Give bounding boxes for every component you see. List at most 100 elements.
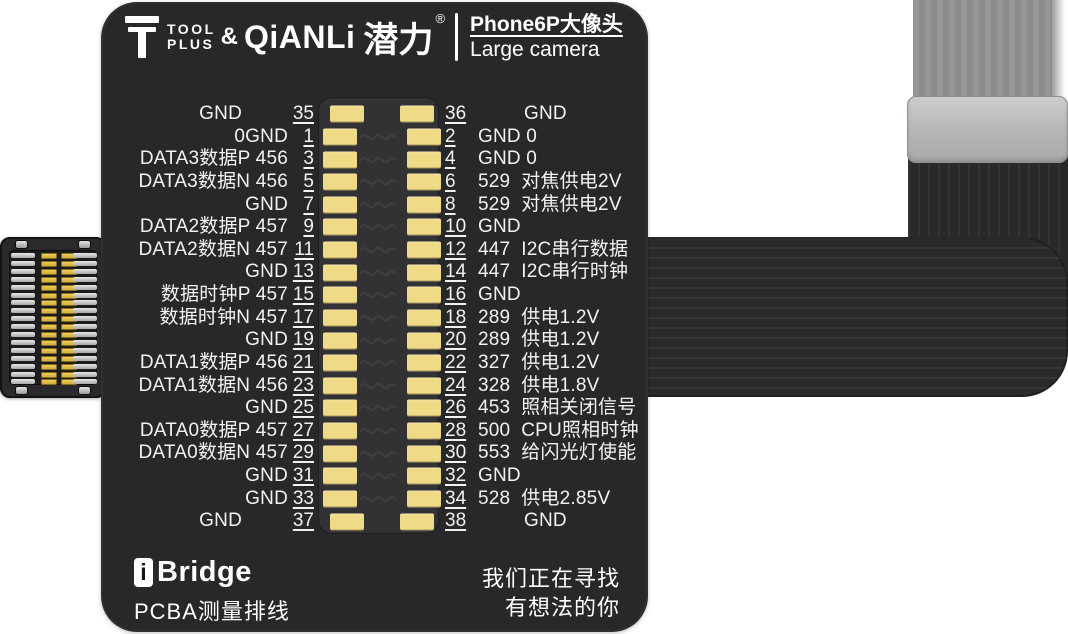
- solder-pad-left: [323, 218, 357, 236]
- solder-pad-left: [323, 241, 357, 259]
- right-gray-ribbon: [913, 0, 1065, 98]
- silver-contact-pin: [73, 300, 97, 306]
- pin-number-right: 28: [445, 419, 467, 441]
- solder-pad-right: [407, 151, 441, 169]
- gold-contact-pin: [61, 371, 77, 378]
- qianli-wordmark: QiANLi: [243, 18, 356, 55]
- ibridge-i-icon: i: [134, 558, 153, 587]
- solder-pad-left: [323, 196, 357, 214]
- pin-label-right: GND: [524, 103, 567, 124]
- gold-contact-pin: [61, 292, 77, 299]
- pin-label-right: 447 I2C串行数据: [478, 238, 629, 260]
- trace-squiggle: [360, 427, 396, 435]
- pin-number-left: 31: [292, 465, 314, 486]
- pin-number-right: 34: [445, 487, 467, 509]
- trace-squiggle: [360, 360, 396, 367]
- silver-contact-pin: [73, 379, 97, 385]
- gold-contact-pin: [41, 300, 57, 307]
- pin-number-right: 6: [445, 170, 456, 192]
- connector-screw: [79, 241, 90, 248]
- connector-screw: [16, 387, 27, 394]
- pin-label-left: DATA3数据N 456: [138, 170, 288, 192]
- gold-contact-pin: [41, 292, 57, 299]
- product-title-block: Phone6P大像头 Large camera: [470, 12, 623, 63]
- gold-contact-pin: [61, 308, 77, 315]
- solder-pad-left: [323, 151, 357, 169]
- silver-contact-pin: [11, 339, 35, 345]
- pin-label-left: GND: [245, 193, 288, 215]
- gold-contact-pin: [61, 284, 77, 291]
- gold-contact-pin: [61, 355, 77, 362]
- trace-squiggle: [360, 337, 396, 344]
- silver-contact-pin: [73, 276, 97, 282]
- trace-squiggle: [360, 473, 396, 480]
- gold-contact-pin: [61, 253, 77, 259]
- gold-contact-pin: [61, 379, 77, 386]
- pin-label-left: DATA2数据N 457: [138, 238, 288, 260]
- ibridge-brand-block: i Bridge PCBA测量排线: [134, 556, 290, 626]
- pin-label-left: GND: [245, 465, 288, 486]
- pin-label-right: 529 对焦供电2V: [478, 193, 622, 215]
- trace-squiggle: [360, 405, 396, 412]
- silver-contact-pin: [73, 292, 97, 298]
- silver-contact-pin: [11, 363, 35, 369]
- solder-pad-left: [323, 173, 357, 191]
- pin-label-right: 500 CPU照相时钟: [478, 419, 639, 441]
- pin-number-right: 22: [445, 351, 467, 373]
- pin-label-right: 328 供电1.8V: [478, 374, 600, 396]
- solder-pad-left: [323, 354, 357, 372]
- gold-contact-pin: [41, 379, 57, 386]
- pin-number-right: 16: [445, 284, 467, 305]
- solder-pad-right: [407, 399, 441, 417]
- trace-squiggle: [360, 450, 396, 457]
- gold-contact-pin: [41, 308, 57, 315]
- silver-contact-pin: [11, 260, 35, 266]
- product-title-cn: Phone6P大像头: [470, 12, 623, 36]
- ibridge-wordmark: Bridge: [157, 556, 252, 588]
- gold-contact-pin: [61, 300, 77, 307]
- ampersand: &: [220, 23, 238, 50]
- trace-squiggle: [360, 133, 396, 141]
- pin-label-right: 447 I2C串行时钟: [478, 261, 629, 283]
- solder-pad-right: [407, 286, 441, 304]
- gold-contact-pin: [41, 347, 57, 354]
- pin-number-right: 8: [445, 193, 456, 215]
- pin-label-left: DATA0数据N 457: [138, 442, 288, 464]
- pin-number-left: 5: [303, 170, 314, 192]
- gold-contact-pin: [61, 324, 77, 331]
- slogan-block: 我们正在寻找 有想法的你: [482, 564, 620, 622]
- silver-contact-pin: [73, 308, 97, 314]
- solder-pad-right: [407, 128, 441, 146]
- solder-pad-right: [407, 196, 441, 214]
- silver-contact-pin: [73, 371, 97, 377]
- pin-number-right: 32: [445, 465, 467, 486]
- solder-pad-right: [400, 105, 434, 123]
- gold-contact-pin: [41, 284, 57, 291]
- gold-contact-pin: [41, 363, 57, 370]
- silver-contact-pin: [11, 300, 35, 306]
- pin-label-left: 数据时钟N 457: [159, 306, 288, 328]
- pin-label-left: GND: [199, 510, 242, 532]
- silver-contact-pin: [11, 379, 35, 385]
- silver-contact-pin: [11, 371, 35, 377]
- gold-contact-pin: [41, 332, 57, 338]
- silver-contact-pin: [73, 355, 97, 361]
- right-gray-connector: [907, 96, 1068, 163]
- pin-label-left: DATA3数据P 456: [139, 148, 288, 170]
- silver-contact-pin: [11, 316, 35, 322]
- trace-squiggle: [360, 269, 396, 276]
- silver-contact-pin: [11, 308, 35, 314]
- toolplus-line1: TOOL: [167, 21, 216, 37]
- pin-number-left: 3: [303, 148, 314, 170]
- solder-pad-left: [323, 399, 357, 417]
- solder-pad-left: [323, 128, 357, 146]
- pin-number-left: 7: [303, 193, 314, 215]
- pin-label-right: 327 供电1.2V: [478, 351, 600, 373]
